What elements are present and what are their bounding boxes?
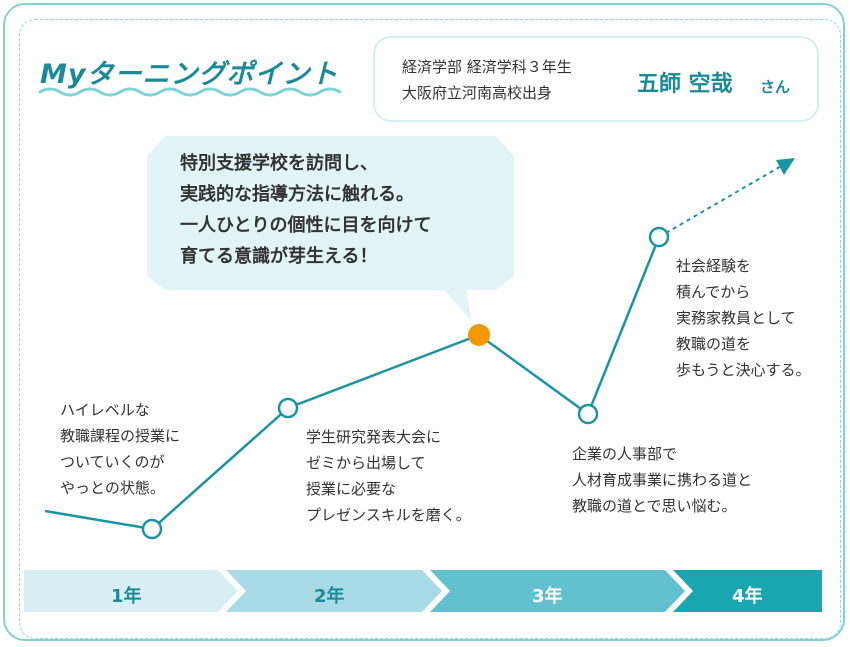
timeline-label-year3: 3年	[532, 586, 563, 607]
note-line: プレゼンスキルを磨く。	[306, 506, 471, 524]
timeline-year1	[24, 570, 238, 612]
trajectory-line	[44, 236, 661, 531]
point-year1	[141, 518, 163, 540]
note-line: 教職の道とで思い悩む。	[572, 497, 737, 515]
point-turning	[468, 324, 490, 346]
timeline-year2	[226, 570, 442, 612]
note-line: ハイレベルな	[60, 401, 150, 419]
point-year3	[577, 403, 599, 425]
profile-name: 五師 空哉	[637, 72, 733, 97]
note-line: 教職の道を	[676, 335, 752, 353]
inner-dashed-frame	[19, 19, 841, 639]
timeline-year4	[673, 570, 822, 612]
note-line: 積んでから	[676, 283, 751, 301]
note-line: 教職課程の授業に	[60, 427, 181, 445]
note-line: 人材育成事業に携わる道と	[572, 471, 753, 489]
note-line: 社会経験を	[676, 257, 752, 275]
highlight-text: 特別支援学校を訪問し、 実践的な指導方法に触れる。 一人ひとりの個性に目を向けて…	[180, 148, 431, 272]
highlight-bubble	[147, 136, 514, 322]
note-year3: 企業の人事部で 人材育成事業に携わる道と 教職の道とで思い悩む。	[572, 441, 752, 519]
note-year4: 社会経験を 積んでから 実務家教員として 教職の道を 歩もうと決心する。	[676, 253, 811, 383]
point-year2	[277, 397, 299, 419]
point-year4	[648, 226, 670, 248]
title-underline-wave	[38, 87, 342, 97]
profile-school: 大阪府立河南高校出身	[402, 84, 553, 102]
arrow-head-icon	[776, 158, 795, 175]
page-title: Myターニングポイント	[40, 59, 339, 90]
highlight-line: 育てる意識が芽生える！	[180, 246, 378, 267]
timeline-label-year4: 4年	[732, 586, 763, 607]
timeline-year3	[430, 570, 685, 612]
profile-card: 経済学部 経済学科３年生 大阪府立河南高校出身 五師 空哉 さん	[373, 36, 819, 122]
note-line: 歩もうと決心する。	[676, 361, 811, 379]
note-line: ゼミから出場して	[306, 454, 426, 472]
note-line: やっとの状態。	[60, 479, 165, 497]
timeline-label-year2: 2年	[314, 586, 345, 607]
future-arrow-line	[658, 164, 784, 238]
note-line: 企業の人事部で	[572, 445, 678, 463]
highlight-line: 実践的な指導方法に触れる。	[180, 184, 414, 205]
profile-department: 経済学部 経済学科３年生	[402, 58, 572, 76]
profile-honorific: さん	[760, 78, 791, 96]
note-year2: 学生研究発表大会に ゼミから出場して 授業に必要な プレゼンスキルを磨く。	[306, 424, 471, 528]
note-year1: ハイレベルな 教職課程の授業に ついていくのが やっとの状態。	[60, 397, 180, 501]
note-line: 実務家教員として	[676, 309, 796, 327]
highlight-line: 特別支援学校を訪問し、	[180, 153, 378, 174]
timeline-label-year1: 1年	[111, 586, 142, 607]
note-line: 学生研究発表大会に	[306, 428, 442, 446]
note-line: ついていくのが	[60, 453, 165, 471]
note-line: 授業に必要な	[306, 480, 397, 498]
highlight-line: 一人ひとりの個性に目を向けて	[180, 215, 432, 236]
